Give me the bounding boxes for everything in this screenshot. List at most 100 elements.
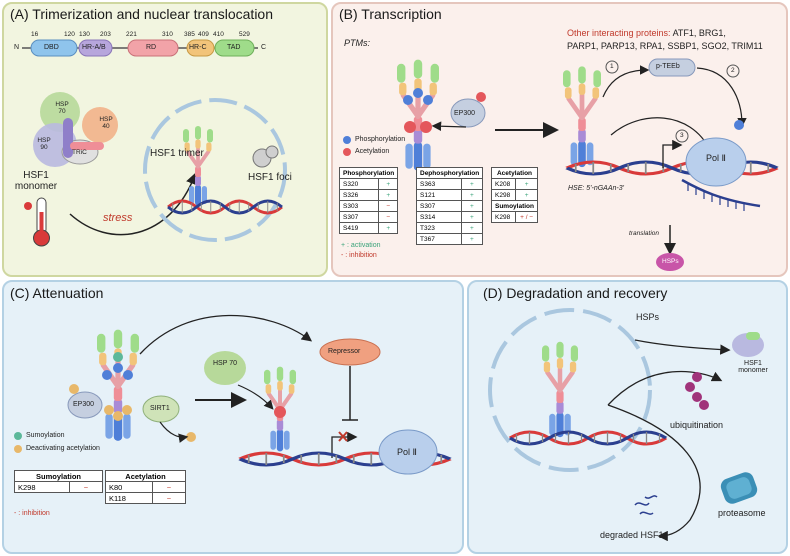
site: K80 [105,481,153,493]
phos-header: Phosphorylation [338,167,399,179]
ep300-label: EP300 [454,110,476,117]
domain-number: 16 [31,31,39,38]
site: K208 [490,178,517,190]
ep300-label: EP300 [73,401,95,408]
site: T323 [416,222,462,234]
effect: − [69,481,103,493]
other-proteins-list-2: PARP1, PARP13, RPA1, SSBP1, SGO2, TRIM11 [567,41,763,51]
hsp70-label: HSP 70 [55,101,69,115]
tric-label: TRiC [72,149,87,156]
effect: + [515,189,539,201]
hrab-domain-label: HR-A/B [82,44,106,51]
domain-number: 130 [79,31,90,38]
domain-number: 310 [162,31,173,38]
effect: − [378,200,399,212]
effect: + [460,211,484,223]
repressor-label: Repressor [328,348,361,355]
other-proteins-list-1: ATF1, BRG1, [672,28,726,38]
acet-header: Acetylation [105,470,186,482]
effect: + [378,178,399,190]
legend-sumoylation: Sumoylation [26,432,65,439]
effect: − [152,492,186,504]
inhibition-legend: - : inhibition [341,252,377,259]
ubiquitination-label: ubiquitination [670,420,724,430]
n-terminus-label: N [14,44,20,51]
step-2-label: 2 [731,67,735,74]
domain-number: 203 [100,31,111,38]
inhibition-legend: - : inhibition [14,510,50,517]
site: T367 [416,233,462,245]
site: S307 [338,211,380,223]
step-3-label: 3 [680,132,684,139]
effect: + [460,189,484,201]
domain-number: 221 [126,31,137,38]
sumo-header: Sumoylation [490,200,539,212]
legend-acetylation: Acetylation [355,148,390,155]
effect: − [152,481,186,493]
hsps-label: HSPs [636,312,660,322]
hsp70-label: HSP 70 [213,360,237,367]
site: S320 [338,178,380,190]
panel-d-title: (D) Degradation and recovery [483,285,668,301]
tad-domain-label: TAD [227,44,241,51]
dephosphorylation-table: Dephosphorylation S363+ S121+ S307+ S314… [415,167,484,245]
ptefb-label: p-TEEb [656,63,680,70]
effect: + [378,222,399,234]
effect: + [515,178,539,190]
ptms-label: PTMs: [344,38,370,48]
site: K118 [105,492,153,504]
site: K298 [490,189,517,201]
hrc-domain-label: HR-C [189,44,207,51]
site: S363 [416,178,462,190]
pol-ii-label: Pol Ⅱ [706,153,726,163]
legend-deactivating-acetylation: Deactivating acetylation [26,445,100,452]
effect: + [378,189,399,201]
site: S303 [338,200,380,212]
domain-number: 409 [198,31,209,38]
proteasome-label: proteasome [718,508,766,518]
panel-c-title: (C) Attenuation [10,285,104,301]
site: S419 [338,222,380,234]
effect: + [460,233,484,245]
effect: + [460,222,484,234]
hsf1-monomer-label: HSF1 monomer [738,360,768,374]
c-terminus-label: C [261,44,267,51]
degraded-hsf1-label: degraded HSF1 [600,530,664,540]
phosphorylation-table: Phosphorylation S320+ S326+ S303− S307− … [338,167,399,234]
effect: + [460,200,484,212]
sirt1-label: SIRT1 [150,405,170,412]
dbd-domain-label: DBD [44,44,59,51]
translation-label: translation [629,230,659,237]
activation-legend: + : activation [341,242,381,249]
site: S314 [416,211,462,223]
legend-phosphorylation: Phosphorylation [355,136,406,143]
hsp40-label: HSP 40 [99,116,113,130]
effect: + / − [515,211,539,223]
hsf1-monomer-label: HSF1 monomer [14,170,58,192]
acetylation-sumoylation-table: Acetylation K208+ K298+ Sumoylation K298… [490,167,539,223]
stress-label: stress [103,212,133,224]
pol-ii-label: Pol Ⅱ [397,447,417,457]
site: S326 [338,189,380,201]
attenuation-acetylation-table: Acetylation K80− K118− [105,470,186,504]
hsps-label: HSPs [662,258,679,265]
domain-number: 120 [64,31,75,38]
step-1-label: 1 [610,63,614,70]
domain-number: 410 [213,31,224,38]
effect: − [378,211,399,223]
panel-a-title: (A) Trimerization and nuclear translocat… [10,6,274,22]
site: S307 [416,200,462,212]
rd-domain-label: RD [146,44,157,51]
hsf1-foci-label: HSF1 foci [248,172,292,183]
acet-header: Acetylation [490,167,539,179]
attenuation-sumoylation-table: Sumoylation K298− [14,470,103,493]
hse-label: HSE: 5'-nGAAn-3' [568,185,624,192]
site: K298 [14,481,70,493]
site: K298 [490,211,517,223]
domain-number: 529 [239,31,250,38]
domain-number: 385 [184,31,195,38]
effect: + [460,178,484,190]
hsp90-label: HSP 90 [37,137,51,151]
other-proteins-heading: Other interacting proteins: [567,28,671,38]
